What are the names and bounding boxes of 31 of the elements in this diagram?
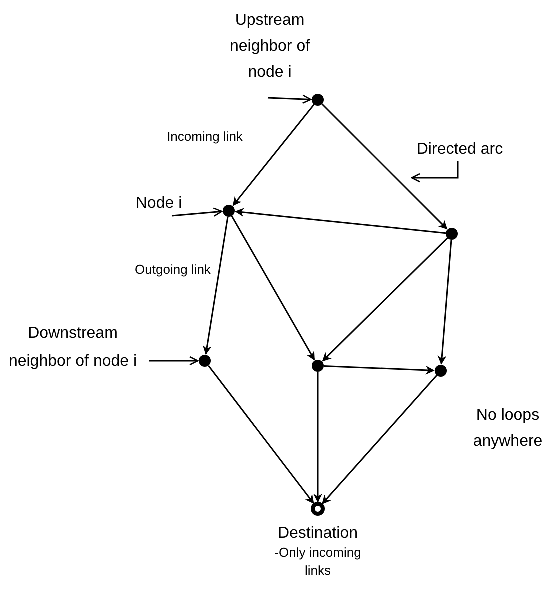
pointer-arrow <box>268 94 312 104</box>
pointer-arrow <box>411 161 459 183</box>
annotation-text: No loops anywhere <box>472 406 544 452</box>
directed-arc <box>322 238 448 362</box>
directed-arc <box>235 208 446 234</box>
directed-arc <box>314 372 322 503</box>
graph-node <box>435 365 447 377</box>
graph-node <box>312 94 324 106</box>
directed-arc <box>324 366 435 375</box>
node-label: Upstream neighbor of node i <box>214 8 326 86</box>
directed-arc <box>322 374 438 504</box>
directed-arc <box>232 104 315 206</box>
node-label: Node i <box>124 194 194 214</box>
directed-arc <box>208 365 314 504</box>
annotation-text: Outgoing link <box>134 261 212 279</box>
graph-node <box>199 355 211 367</box>
pointer-arrow <box>172 208 223 217</box>
annotation-text: Incoming link <box>166 128 244 146</box>
graph-node <box>446 228 458 240</box>
directed-arc <box>202 216 229 355</box>
directed-arc <box>231 216 316 361</box>
node-caption: -Only incoming links <box>274 544 362 580</box>
graph-node <box>223 205 235 217</box>
node-label: Downstream neighbor of node i <box>4 320 142 376</box>
destination-node <box>311 502 325 516</box>
node-caption: Destination <box>276 524 360 544</box>
node-label: Directed arc <box>402 139 518 161</box>
pointer-arrow <box>149 356 199 366</box>
directed-arc <box>322 104 448 230</box>
graph-node <box>312 360 324 372</box>
directed-arc <box>438 240 452 365</box>
